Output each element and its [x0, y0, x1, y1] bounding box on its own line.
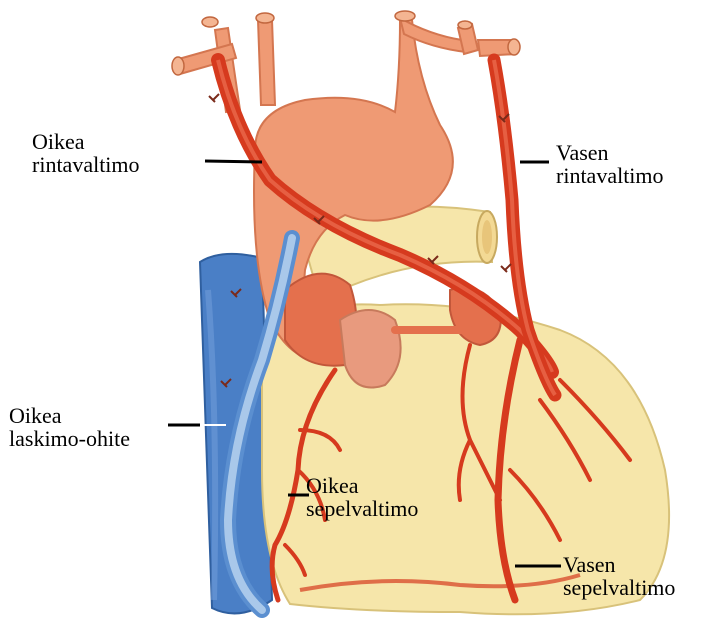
label-right-vein-bypass-line2: laskimo-ohite [9, 427, 130, 450]
label-left-internal-thoracic-line2: rintavaltimo [556, 164, 664, 187]
label-left-coronary: Vasen sepelvaltimo [563, 553, 675, 599]
label-right-vein-bypass-line1: Oikea [9, 404, 130, 427]
label-right-internal-thoracic-line2: rintavaltimo [32, 153, 140, 176]
label-right-internal-thoracic: Oikea rintavaltimo [32, 130, 140, 176]
label-right-vein-bypass: Oikea laskimo-ohite [9, 404, 130, 450]
label-left-coronary-line2: sepelvaltimo [563, 576, 675, 599]
label-right-coronary-line2: sepelvaltimo [306, 497, 418, 520]
label-right-internal-thoracic-line1: Oikea [32, 130, 140, 153]
leader-line-right-internal-thoracic [205, 161, 262, 162]
label-right-coronary: Oikea sepelvaltimo [306, 474, 418, 520]
label-right-coronary-line1: Oikea [306, 474, 418, 497]
label-left-internal-thoracic-line1: Vasen [556, 141, 664, 164]
label-left-internal-thoracic: Vasen rintavaltimo [556, 141, 664, 187]
label-left-coronary-line1: Vasen [563, 553, 675, 576]
